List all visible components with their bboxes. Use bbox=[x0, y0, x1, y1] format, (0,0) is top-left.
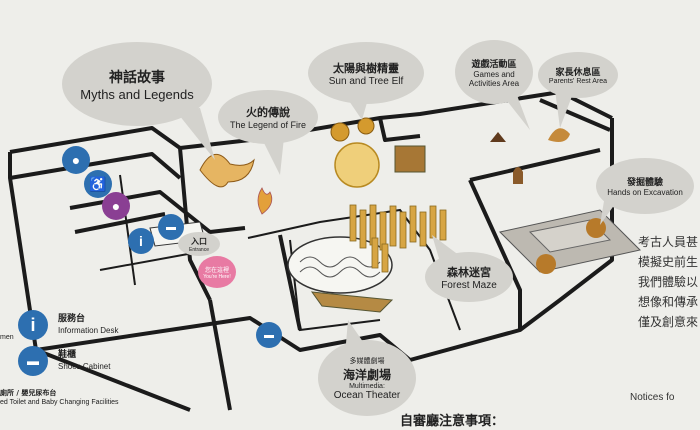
legend-shoes-zh: 鞋櫃 bbox=[58, 350, 77, 360]
legend-toilet-zh: 廁所 / 嬰兒尿布台 bbox=[0, 389, 57, 397]
zone-legend-of-fire: 火的傳說 The Legend of Fire bbox=[218, 90, 318, 144]
zone-maze-en: Forest Maze bbox=[441, 279, 497, 291]
restroom-marker: ● bbox=[62, 146, 90, 174]
zone-games-activities: 遊戲活動區 Games and Activities Area bbox=[455, 40, 533, 104]
side-text-line: 模擬史前生 bbox=[638, 255, 699, 269]
zone-ocean-en: Ocean Theater bbox=[333, 389, 401, 401]
zone-myths-and-legends: 神話故事 Myths and Legends bbox=[62, 42, 212, 126]
shoes-cabinet-marker-theater: ▬ bbox=[256, 322, 282, 348]
legend-info-desk: i 服務台 Information Desk bbox=[18, 310, 118, 340]
umbrella-icon bbox=[536, 254, 556, 274]
zone-parents-zh: 家長休息區 bbox=[555, 68, 601, 78]
legend-shoes-cabinet: ▬ 鞋櫃 Shoes Cabinet bbox=[18, 346, 110, 376]
zone-games-en-1: Games and bbox=[473, 69, 515, 79]
zone-forest-maze: 森林迷宮 Forest Maze bbox=[425, 252, 513, 302]
legend-info-zh: 服務台 bbox=[58, 314, 86, 324]
you-are-here-zh: 您在這裡 bbox=[204, 266, 229, 274]
owl-icon bbox=[513, 167, 523, 184]
side-text-line: 考古人員甚 bbox=[638, 235, 699, 249]
side-text-line: 想像和傳承 bbox=[638, 295, 699, 309]
sun-tree-elf-area bbox=[330, 117, 426, 188]
zone-ocean-zh: 海洋劇場 bbox=[342, 367, 391, 382]
parents-chair-icon bbox=[548, 128, 570, 142]
legend-partial-text: men bbox=[0, 334, 14, 341]
zone-ocean-zh-small: 多媒體劇場 bbox=[349, 356, 385, 365]
zone-sun-en: Sun and Tree Elf bbox=[328, 75, 404, 87]
zone-sun-and-tree-elf: 太陽與樹精靈 Sun and Tree Elf bbox=[308, 42, 424, 104]
zone-excavation-en: Hands on Excavation bbox=[607, 188, 683, 197]
zone-parents-en: Parents' Rest Area bbox=[548, 78, 608, 85]
zone-myths-zh: 神話故事 bbox=[109, 69, 165, 86]
legend-toilet-en: ed Toilet and Baby Changing Facilities bbox=[0, 399, 119, 406]
zone-games-zh: 遊戲活動區 bbox=[471, 59, 517, 70]
sun-icon bbox=[357, 117, 375, 135]
zone-maze-zh: 森林迷宮 bbox=[447, 265, 491, 279]
inner-walls bbox=[99, 174, 461, 332]
zone-hands-on-excavation: 發掘體驗 Hands on Excavation bbox=[596, 158, 694, 214]
forest-maze-area bbox=[349, 204, 447, 273]
entrance-en: Entrance bbox=[188, 246, 209, 253]
zone-sun-zh: 太陽與樹精靈 bbox=[333, 61, 399, 75]
shoes-cabinet-marker: ▬ bbox=[158, 214, 184, 240]
side-text-line: 僅及創意來 bbox=[638, 315, 699, 329]
entrance-label: 入口 Entrance bbox=[178, 232, 220, 256]
legend-toilet: 廁所 / 嬰兒尿布台 ed Toilet and Baby Changing F… bbox=[0, 388, 119, 408]
zone-games-en-2: Activities Area bbox=[468, 78, 520, 88]
sun-icon bbox=[330, 122, 350, 142]
zone-ocean-en-small: Multimedia: bbox=[349, 382, 385, 390]
side-description: 考古人員甚 模擬史前生 我們體驗以 想像和傳承 僅及創意來 bbox=[638, 232, 698, 332]
zone-excavation-zh: 發掘體驗 bbox=[626, 178, 663, 188]
boat-icon bbox=[310, 291, 394, 313]
notice-title-zh: 自審廳注意事項： bbox=[400, 414, 505, 429]
info-icon: i bbox=[18, 310, 48, 340]
zone-myths-en: Myths and Legends bbox=[80, 86, 194, 102]
umbrella-icon bbox=[586, 218, 606, 238]
ocean-theater-area bbox=[287, 236, 394, 313]
info-desk-marker: i bbox=[128, 228, 154, 254]
myth-creature-icon bbox=[199, 154, 255, 188]
entrance-zh: 入口 bbox=[191, 236, 207, 246]
shoe-icon: ▬ bbox=[18, 346, 48, 376]
legend-shoes-en: Shoes Cabinet bbox=[58, 362, 111, 371]
zone-parents-rest: 家長休息區 Parents' Rest Area bbox=[538, 52, 618, 98]
zone-fire-zh: 火的傳說 bbox=[246, 106, 290, 119]
you-are-here-marker: 您在這裡 You're Here! bbox=[198, 256, 236, 288]
side-text-line: 我們體驗以 bbox=[638, 275, 699, 289]
zone-fire-en: The Legend of Fire bbox=[229, 120, 307, 130]
zone-ocean-theater: 多媒體劇場 海洋劇場 Multimedia: Ocean Theater bbox=[318, 340, 416, 416]
game-toy-icon bbox=[490, 132, 506, 142]
fire-icon bbox=[257, 187, 273, 215]
you-are-here-en: You're Here! bbox=[203, 273, 231, 280]
notice-title-en: Notices fo bbox=[630, 392, 675, 403]
tree-elf-icon bbox=[334, 142, 380, 188]
excavation-area bbox=[499, 209, 641, 274]
legend-info-en: Information Desk bbox=[58, 326, 119, 335]
baby-changing-marker: ● bbox=[102, 192, 130, 220]
